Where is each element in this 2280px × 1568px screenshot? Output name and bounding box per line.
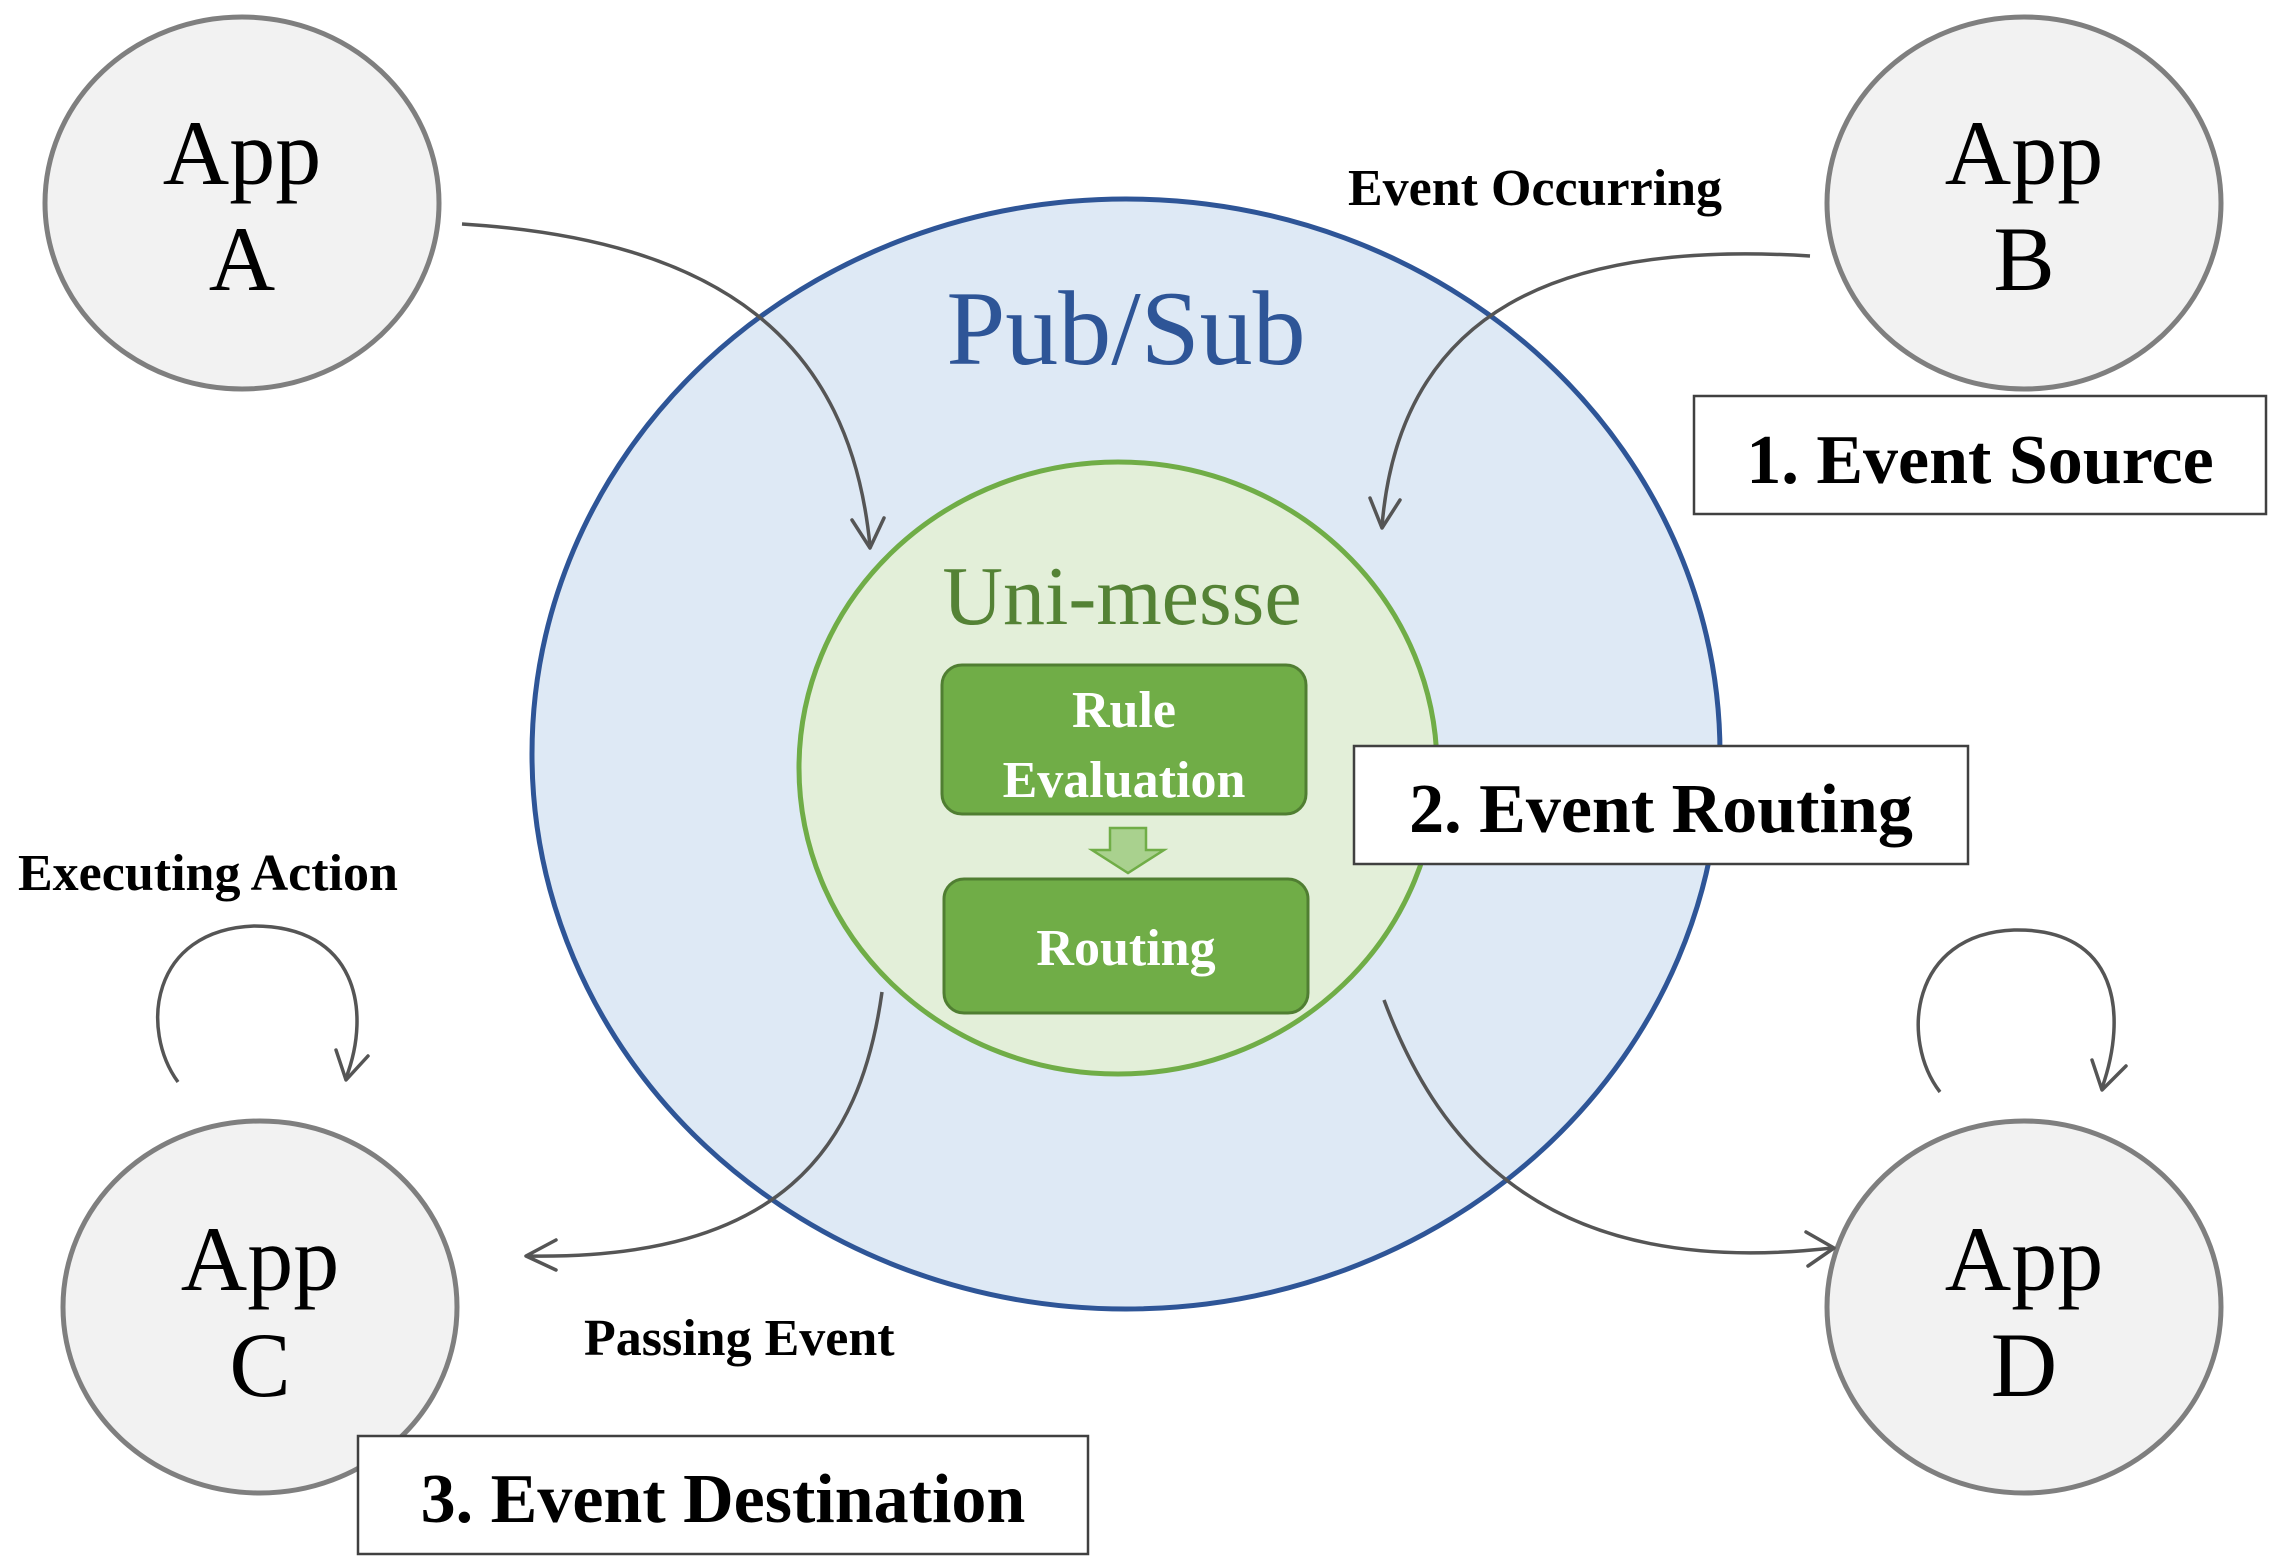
- app-d-line1: App: [1945, 1208, 2103, 1310]
- routing-box-label: Routing: [1036, 920, 1215, 977]
- step-event-routing-label: 2. Event Routing: [1409, 771, 1913, 848]
- arrow-app-a-to-unimesse: [461, 222, 886, 550]
- app-c-circle: [60, 1118, 460, 1496]
- app-a-line2: A: [209, 208, 275, 310]
- pubsub-label: Pub/Sub: [946, 270, 1305, 387]
- app-c-line1: App: [181, 1208, 339, 1310]
- step-event-source-box: [1692, 394, 2268, 516]
- unimesse-label: Uni-messe: [942, 550, 1301, 643]
- rule-evaluation-line2: Evaluation: [1003, 752, 1246, 809]
- step-event-routing-box: [1352, 744, 1970, 866]
- step-event-destination-label: 3. Event Destination: [421, 1461, 1026, 1538]
- caption-executing-action: Executing Action: [18, 845, 398, 902]
- arrow-unimesse-to-app-d: [1382, 999, 1836, 1268]
- routing-box: [942, 877, 1310, 1015]
- app-d-line2: D: [1991, 1314, 2057, 1416]
- app-d-circle: [1824, 1118, 2224, 1496]
- loop-arrow-app-c: [155, 924, 370, 1084]
- rule-evaluation-line1: Rule: [1072, 682, 1176, 739]
- app-a-line1: App: [163, 102, 321, 204]
- arrow-unimesse-to-app-c: [524, 991, 884, 1272]
- app-c-line2: C: [229, 1314, 290, 1416]
- app-b-line1: App: [1945, 102, 2103, 204]
- app-b-line2: B: [1993, 208, 2054, 310]
- step-event-destination-box: [356, 1434, 1090, 1556]
- down-flow-arrow: [1087, 826, 1169, 875]
- caption-event-occurring: Event Occurring: [1348, 160, 1722, 217]
- caption-passing-event: Passing Event: [584, 1310, 895, 1367]
- app-a-circle: [42, 14, 442, 392]
- rule-evaluation-box: [940, 663, 1308, 816]
- step-event-source-label: 1. Event Source: [1746, 422, 2213, 499]
- arrow-app-b-to-unimesse: [1368, 252, 1811, 530]
- app-b-circle: [1824, 14, 2224, 392]
- loop-arrow-app-d: [1916, 928, 2128, 1094]
